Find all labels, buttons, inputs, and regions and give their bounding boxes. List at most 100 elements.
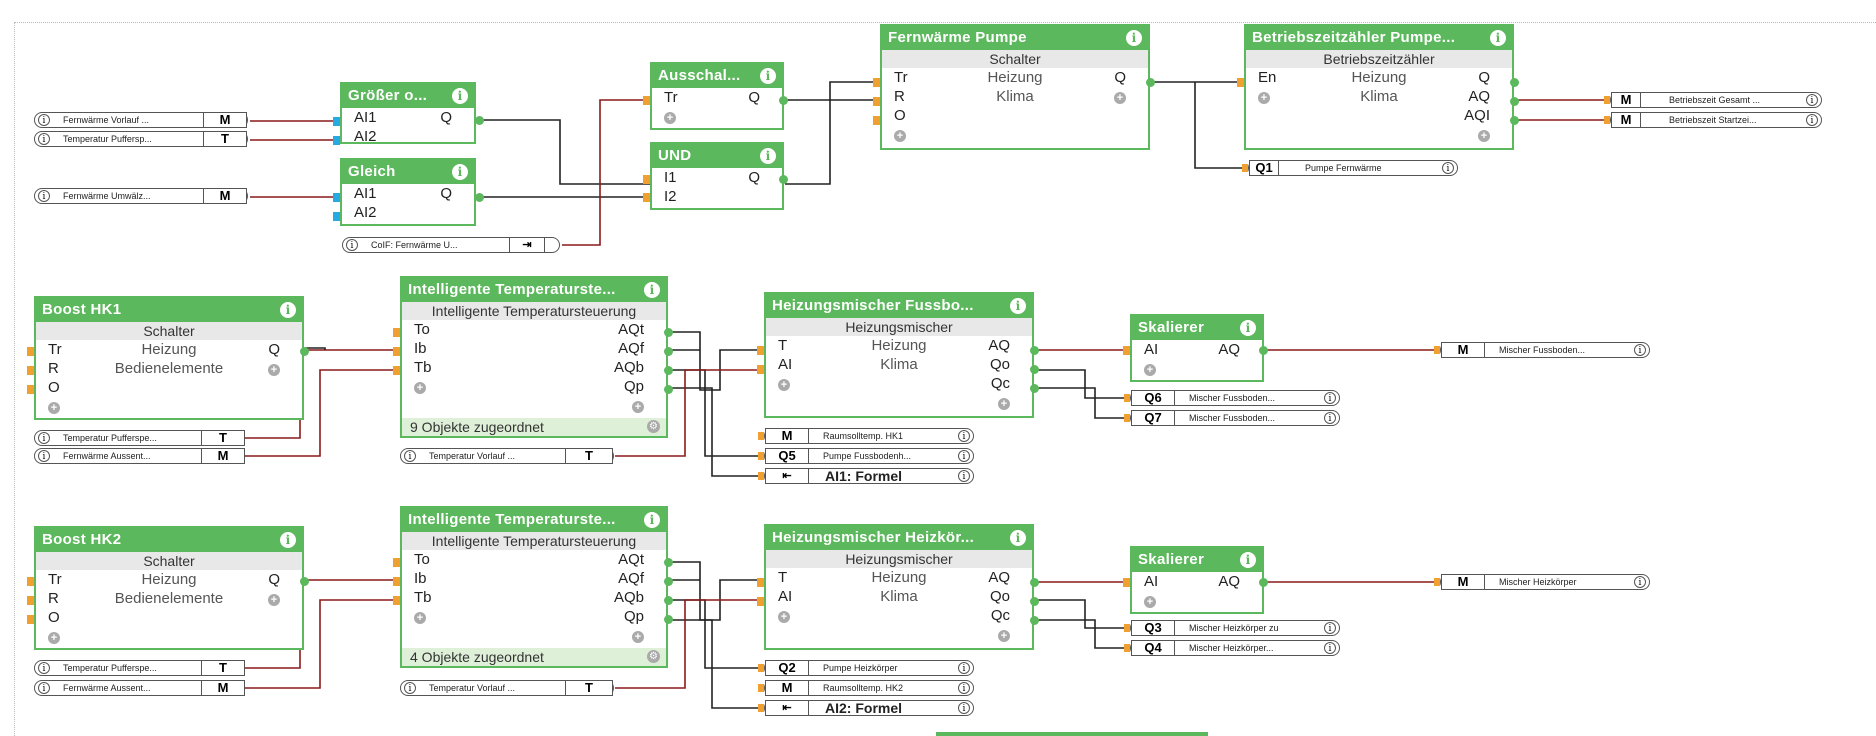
input-pin[interactable] bbox=[27, 385, 34, 394]
output-pin[interactable] bbox=[1030, 616, 1039, 625]
input-pin[interactable] bbox=[1237, 78, 1244, 87]
info-icon[interactable]: i bbox=[1010, 298, 1026, 314]
info-icon[interactable]: i bbox=[1806, 94, 1818, 106]
output-ref-mischer-heizkoerper-q3[interactable]: Q3 Mischer Heizkörper zu i bbox=[1124, 620, 1340, 636]
input-pin[interactable] bbox=[27, 615, 34, 624]
input-pin[interactable] bbox=[873, 78, 880, 87]
output-pin[interactable] bbox=[1030, 384, 1039, 393]
info-icon[interactable]: i bbox=[38, 662, 50, 674]
add-input-icon[interactable]: + bbox=[664, 112, 676, 124]
output-ref-betriebszeit-gesamt[interactable]: M Betriebszeit Gesamt ... i bbox=[1604, 92, 1822, 108]
output-pin[interactable] bbox=[779, 175, 788, 184]
input-ref-fernwaerme-aussen-hk1[interactable]: i Fernwärme Aussent... M bbox=[34, 448, 245, 464]
output-pin[interactable] bbox=[664, 558, 673, 567]
input-pin[interactable] bbox=[757, 597, 764, 606]
input-pin[interactable] bbox=[393, 558, 400, 567]
info-icon[interactable]: i bbox=[958, 470, 970, 482]
info-icon[interactable]: i bbox=[346, 239, 358, 251]
info-icon[interactable]: i bbox=[1806, 114, 1818, 126]
add-output-icon[interactable]: + bbox=[998, 630, 1010, 642]
input-pin[interactable] bbox=[27, 347, 34, 356]
add-output-icon[interactable]: + bbox=[1114, 92, 1126, 104]
add-output-icon[interactable]: + bbox=[268, 364, 280, 376]
input-pin[interactable] bbox=[1123, 578, 1130, 587]
settings-icon[interactable]: ⚙ bbox=[647, 420, 660, 433]
input-pin[interactable] bbox=[393, 328, 400, 337]
add-output-icon[interactable]: + bbox=[998, 398, 1010, 410]
block-betriebszeitzaehler[interactable]: Betriebszeitzähler Pumpe...i Betriebszei… bbox=[1244, 24, 1514, 150]
input-ref-temperatur-vorlauf-hk1[interactable]: i Temperatur Vorlauf ... T bbox=[400, 448, 614, 464]
info-icon[interactable]: i bbox=[760, 148, 776, 164]
info-icon[interactable]: i bbox=[1324, 642, 1336, 654]
output-pin[interactable] bbox=[664, 366, 673, 375]
input-pin[interactable] bbox=[643, 175, 650, 184]
input-pin[interactable] bbox=[27, 577, 34, 586]
input-pin[interactable] bbox=[333, 212, 340, 221]
output-pin[interactable] bbox=[1510, 97, 1519, 106]
add-input-icon[interactable]: + bbox=[1258, 92, 1270, 104]
output-pin[interactable] bbox=[475, 193, 484, 202]
block-intelligente-temperatursteuerung-hk2[interactable]: Intelligente Temperaturste...i Intellige… bbox=[400, 506, 668, 668]
input-pin[interactable] bbox=[393, 596, 400, 605]
output-pin[interactable] bbox=[664, 385, 673, 394]
output-pin[interactable] bbox=[1259, 578, 1268, 587]
add-input-icon[interactable]: + bbox=[1144, 364, 1156, 376]
info-icon[interactable]: i bbox=[760, 68, 776, 84]
output-pin[interactable] bbox=[1030, 346, 1039, 355]
output-pin[interactable] bbox=[1030, 597, 1039, 606]
add-input-icon[interactable]: + bbox=[414, 382, 426, 394]
output-pin[interactable] bbox=[1030, 578, 1039, 587]
input-pin[interactable] bbox=[757, 365, 764, 374]
info-icon[interactable]: i bbox=[1324, 622, 1336, 634]
output-ref-mischer-fussboden-q7[interactable]: Q7 Mischer Fussboden... i bbox=[1124, 410, 1340, 426]
input-pin[interactable] bbox=[333, 193, 340, 202]
output-pin[interactable] bbox=[664, 596, 673, 605]
output-pin[interactable] bbox=[300, 347, 309, 356]
info-icon[interactable]: i bbox=[280, 532, 296, 548]
block-heizungsmischer-heizkoerper[interactable]: Heizungsmischer Heizkör...i Heizungsmisc… bbox=[764, 524, 1034, 650]
info-icon[interactable]: i bbox=[958, 450, 970, 462]
info-icon[interactable]: i bbox=[1324, 412, 1336, 424]
output-ref-mischer-fussboden[interactable]: M Mischer Fussboden... i bbox=[1434, 342, 1650, 358]
add-output-icon[interactable]: + bbox=[1478, 130, 1490, 142]
input-pin[interactable] bbox=[27, 366, 34, 375]
info-icon[interactable]: i bbox=[958, 702, 970, 714]
output-pin[interactable] bbox=[664, 615, 673, 624]
add-input-icon[interactable]: + bbox=[48, 632, 60, 644]
block-heizungsmischer-fussboden[interactable]: Heizungsmischer Fussbo...i Heizungsmisch… bbox=[764, 292, 1034, 418]
info-icon[interactable]: i bbox=[38, 190, 50, 202]
output-ref-pumpe-fernwaerme[interactable]: Q1 Pumpe Fernwärme i bbox=[1242, 160, 1458, 176]
input-pin[interactable] bbox=[393, 347, 400, 356]
output-pin[interactable] bbox=[1259, 346, 1268, 355]
info-icon[interactable]: i bbox=[1442, 162, 1454, 174]
input-pin[interactable] bbox=[757, 578, 764, 587]
input-pin[interactable] bbox=[333, 117, 340, 126]
output-pin[interactable] bbox=[779, 96, 788, 105]
info-icon[interactable]: i bbox=[452, 164, 468, 180]
input-ref-fernwaerme-umwaelz[interactable]: i Fernwärme Umwälz... M bbox=[34, 188, 248, 204]
input-ref-temperatur-vorlauf-hk2[interactable]: i Temperatur Vorlauf ... T bbox=[400, 680, 614, 696]
info-icon[interactable]: i bbox=[1490, 30, 1506, 46]
input-ref-fernwaerme-vorlauf[interactable]: i Fernwärme Vorlauf ... M bbox=[34, 112, 248, 128]
info-icon[interactable]: i bbox=[958, 662, 970, 674]
output-pin[interactable] bbox=[475, 116, 484, 125]
input-pin[interactable] bbox=[27, 596, 34, 605]
info-icon[interactable]: i bbox=[280, 302, 296, 318]
output-ref-betriebszeit-startzeit[interactable]: M Betriebszeit Startzei... i bbox=[1604, 112, 1822, 128]
add-output-icon[interactable]: + bbox=[632, 631, 644, 643]
add-input-icon[interactable]: + bbox=[1144, 596, 1156, 608]
output-pin[interactable] bbox=[300, 577, 309, 586]
settings-icon[interactable]: ⚙ bbox=[647, 650, 660, 663]
input-pin[interactable] bbox=[393, 577, 400, 586]
info-icon[interactable]: i bbox=[1126, 30, 1142, 46]
output-ref-pumpe-heizkoerper[interactable]: Q2 Pumpe Heizkörper i bbox=[758, 660, 974, 676]
output-ref-mischer-heizkoerper-q4[interactable]: Q4 Mischer Heizkörper... i bbox=[1124, 640, 1340, 656]
info-icon[interactable]: i bbox=[38, 133, 50, 145]
add-output-icon[interactable]: + bbox=[268, 594, 280, 606]
